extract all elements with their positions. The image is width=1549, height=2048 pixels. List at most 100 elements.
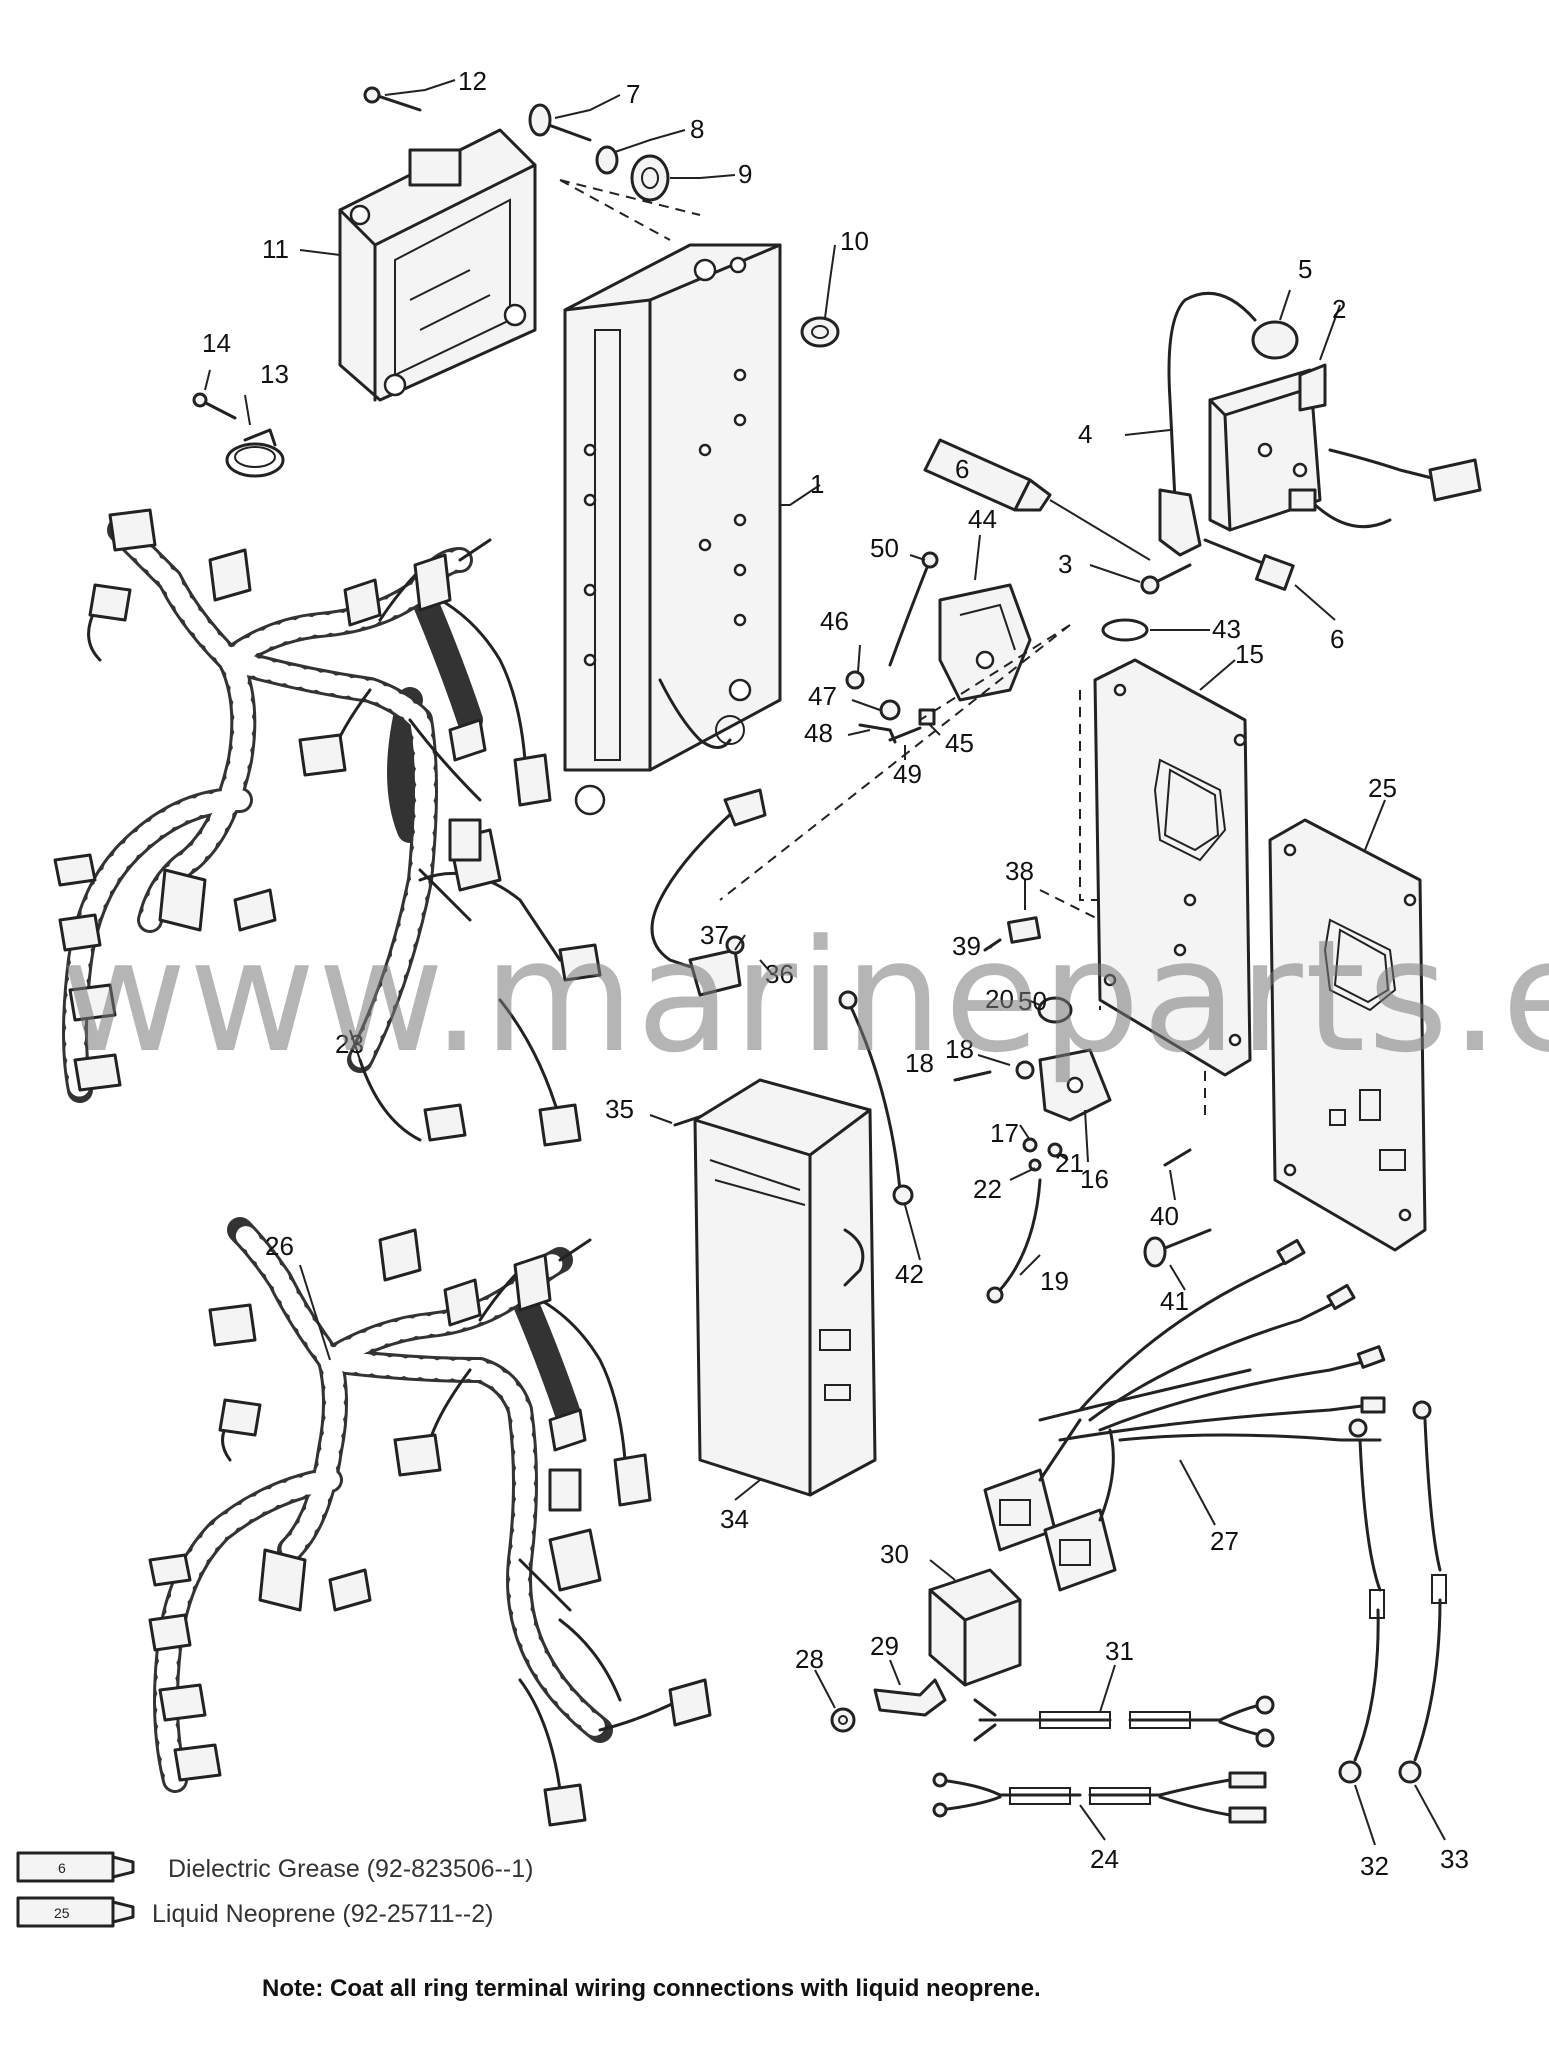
part-14-screw bbox=[192, 392, 237, 420]
part-37-lead bbox=[650, 788, 767, 997]
callout-26: 26 bbox=[265, 1231, 294, 1261]
part-3-screw bbox=[1140, 563, 1192, 595]
part-12-bolt bbox=[363, 86, 422, 112]
part-43-ring bbox=[1101, 618, 1149, 642]
callout-48: 48 bbox=[804, 718, 833, 748]
part-50-washer bbox=[1015, 1060, 1035, 1080]
callout-32: 32 bbox=[1360, 1851, 1389, 1881]
callout-50: 50 bbox=[870, 533, 899, 563]
callout-23: 23 bbox=[335, 1029, 364, 1059]
callout-29: 29 bbox=[870, 1631, 899, 1661]
legend-item-liquid-neoprene: 25 Liquid Neoprene (92-25711--2) bbox=[16, 1896, 493, 1928]
callout-6: 6 bbox=[1330, 624, 1344, 654]
callout-47: 47 bbox=[808, 681, 837, 711]
part-23-wiring-harness bbox=[53, 508, 602, 1147]
callout-39: 39 bbox=[952, 931, 981, 961]
part-1-mounting-bracket bbox=[563, 243, 782, 816]
watermark: www.marineparts.eu bbox=[60, 906, 1549, 1087]
part-26-wiring-harness bbox=[148, 1217, 712, 1827]
callout-15: 15 bbox=[1235, 639, 1264, 669]
callout-17: 17 bbox=[990, 1118, 1019, 1148]
part-50-lead bbox=[888, 551, 939, 667]
callout-27: 27 bbox=[1210, 1526, 1239, 1556]
leader-lines bbox=[204, 79, 1446, 1846]
callout-35: 35 bbox=[605, 1094, 634, 1124]
callout-4: 4 bbox=[1078, 419, 1092, 449]
part-34-electrical-box bbox=[693, 1078, 877, 1497]
callout-9: 9 bbox=[738, 159, 752, 189]
part-40-screw bbox=[1163, 1148, 1192, 1167]
legend-item-dielectric-grease: 6 Dielectric Grease (92-823506--1) bbox=[16, 1851, 533, 1883]
callout-31: 31 bbox=[1105, 1636, 1134, 1666]
part-29-bracket bbox=[873, 1678, 947, 1717]
callout-20: 20 bbox=[985, 984, 1014, 1014]
callout-46: 46 bbox=[820, 606, 849, 636]
legend-text-liquid-neoprene: Liquid Neoprene (92-25711--2) bbox=[152, 1900, 493, 1928]
callout-24: 24 bbox=[1090, 1844, 1119, 1874]
part-7-bolt bbox=[528, 103, 592, 142]
legend-text-dielectric-grease: Dielectric Grease (92-823506--1) bbox=[168, 1855, 533, 1883]
callout-50-lower: 50 bbox=[1018, 986, 1047, 1016]
part-22-washer bbox=[1028, 1158, 1042, 1172]
callout-19: 19 bbox=[1040, 1266, 1069, 1296]
callout-33: 33 bbox=[1440, 1844, 1469, 1874]
dielectric-grease-tube: 6 bbox=[923, 438, 1151, 561]
callout-21: 21 bbox=[1055, 1148, 1084, 1178]
callout-8: 8 bbox=[690, 114, 704, 144]
note: Note: Coat all ring terminal wiring conn… bbox=[262, 1975, 1041, 2002]
callout-16: 16 bbox=[1080, 1164, 1109, 1194]
callout-5: 5 bbox=[1298, 254, 1312, 284]
part-31-lead bbox=[973, 1695, 1275, 1748]
callout-18-upper: 18 bbox=[945, 1034, 974, 1064]
callout-36: 36 bbox=[765, 959, 794, 989]
legend-code-6: 6 bbox=[58, 1860, 66, 1876]
callout-37: 37 bbox=[700, 920, 729, 950]
legend: 6 Dielectric Grease (92-823506--1) 25 Li… bbox=[16, 1851, 533, 1928]
part-49-screw bbox=[888, 726, 922, 742]
callout-49: 49 bbox=[893, 759, 922, 789]
part-36-fuse bbox=[725, 935, 745, 955]
part-5-boot bbox=[1251, 320, 1299, 360]
callout-22: 22 bbox=[973, 1174, 1002, 1204]
part-13-clamp bbox=[225, 428, 285, 478]
callout-45: 45 bbox=[945, 728, 974, 758]
part-38-clip bbox=[1006, 916, 1042, 944]
callout-30: 30 bbox=[880, 1539, 909, 1569]
callout-14: 14 bbox=[202, 328, 231, 358]
part-4-high-tension-lead bbox=[1158, 291, 1257, 557]
part-25-cover-plate bbox=[1268, 818, 1427, 1252]
part-8-washer bbox=[595, 145, 619, 175]
part-47-washer bbox=[879, 699, 901, 721]
callout-numbers: 12 7 8 9 10 11 14 13 1 5 2 4 3 6 43 15 2… bbox=[202, 66, 1469, 1881]
callout-40: 40 bbox=[1150, 1201, 1179, 1231]
part-33-ground-strap bbox=[1398, 1400, 1447, 1784]
part-45-spacer bbox=[918, 708, 936, 726]
part-28-nut bbox=[830, 1707, 856, 1733]
part-30-relay bbox=[928, 1568, 1022, 1687]
callout-10: 10 bbox=[840, 226, 869, 256]
legend-code-25: 25 bbox=[54, 1905, 70, 1921]
part-46-nut bbox=[845, 670, 865, 690]
callout-3: 3 bbox=[1058, 549, 1072, 579]
part-10-grommet bbox=[800, 316, 840, 348]
part-11-control-module bbox=[338, 128, 537, 402]
part-15-mounting-plate bbox=[1093, 658, 1252, 1077]
part-21-nut bbox=[1047, 1142, 1063, 1158]
part-2-coil bbox=[1208, 363, 1482, 532]
callout-13: 13 bbox=[260, 359, 289, 389]
part-24-lead bbox=[932, 1771, 1267, 1824]
callout-41: 41 bbox=[1160, 1286, 1189, 1316]
part-27-harness-adapter bbox=[983, 1238, 1386, 1592]
part-41-bolt bbox=[1143, 1228, 1212, 1268]
part-17-nut bbox=[1022, 1137, 1038, 1153]
callout-1: 1 bbox=[810, 469, 824, 499]
callout-12: 12 bbox=[458, 66, 487, 96]
part-32-ground-strap bbox=[1338, 1418, 1385, 1784]
part-20-fuse-cap bbox=[1037, 996, 1073, 1024]
callout-43: 43 bbox=[1212, 614, 1241, 644]
tube-label-6: 6 bbox=[955, 454, 969, 484]
callout-34: 34 bbox=[720, 1504, 749, 1534]
callout-7: 7 bbox=[626, 79, 640, 109]
callout-38: 38 bbox=[1005, 856, 1034, 886]
